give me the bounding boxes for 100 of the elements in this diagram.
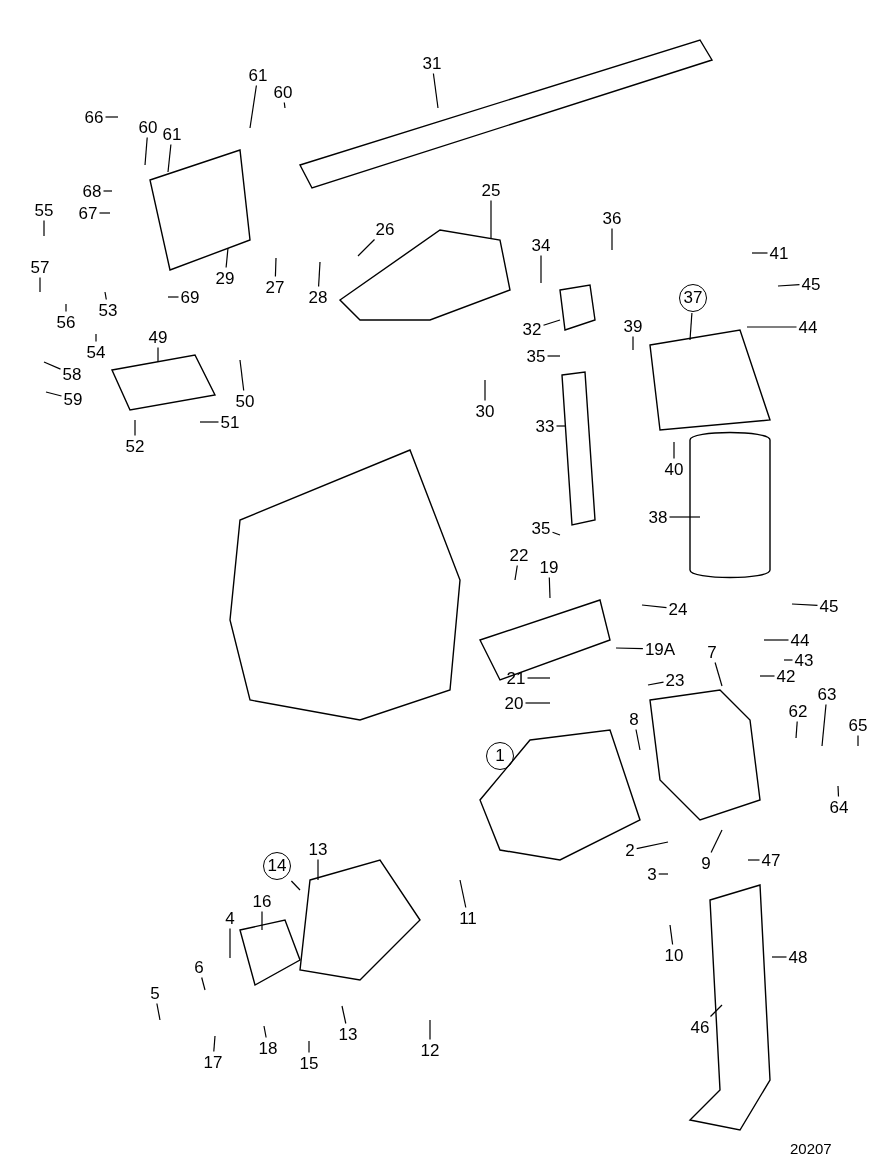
- callout-number: 44: [789, 630, 811, 650]
- callout-number: 11: [458, 908, 478, 928]
- callout-number: 4: [224, 908, 236, 928]
- callout-number: 31: [421, 53, 443, 73]
- leader-line: [225, 247, 229, 269]
- leader-line: [167, 143, 172, 173]
- leader-line: [102, 190, 113, 192]
- leader-line: [551, 531, 561, 536]
- callout-number: 68: [81, 181, 103, 201]
- leader-line: [548, 576, 551, 599]
- leader-line: [308, 1040, 310, 1054]
- leader-line: [635, 728, 641, 751]
- leader-line: [709, 1004, 723, 1018]
- leader-line: [134, 419, 136, 437]
- callout-number: 33: [534, 416, 556, 436]
- leader-line: [45, 391, 63, 397]
- leader-line: [341, 1005, 347, 1025]
- leader-line: [261, 910, 263, 931]
- callout-number: 67: [77, 203, 99, 223]
- callout-number: 51: [219, 412, 241, 432]
- leader-line: [632, 335, 634, 351]
- callout-number: 39: [622, 316, 644, 336]
- callout-number: 3: [646, 864, 658, 884]
- callout-number: 13: [337, 1024, 359, 1044]
- callout-number: 63: [816, 684, 838, 704]
- callout-number: 12: [419, 1040, 441, 1060]
- callout-number: 17: [202, 1052, 224, 1072]
- callout-number: 35: [525, 346, 547, 366]
- callout-number: 45: [818, 596, 840, 616]
- callout-number: 25: [480, 180, 502, 200]
- callout-number: 52: [124, 436, 146, 456]
- callout-number: 55: [33, 200, 55, 220]
- leader-line: [514, 564, 518, 581]
- leader-line: [432, 72, 439, 109]
- leader-line: [763, 639, 790, 641]
- callout-number: 13: [307, 839, 329, 859]
- callout-number: 61: [161, 124, 183, 144]
- leader-line: [526, 677, 551, 679]
- callout-number: 28: [307, 287, 329, 307]
- leader-line: [746, 326, 798, 328]
- leader-line: [795, 720, 798, 739]
- leader-line: [290, 880, 301, 891]
- leader-line: [710, 829, 723, 854]
- leader-line: [837, 785, 840, 798]
- leader-line: [490, 199, 492, 239]
- leader-line: [104, 116, 119, 118]
- callout-number: 29: [214, 268, 236, 288]
- callout-number: 49: [147, 327, 169, 347]
- callout-number: 53: [97, 300, 119, 320]
- callout-number: 27: [264, 277, 286, 297]
- leader-line: [98, 212, 111, 214]
- callout-number: 36: [601, 208, 623, 228]
- callout-number: 24: [667, 599, 689, 619]
- leader-line: [167, 296, 180, 298]
- leader-line: [689, 312, 693, 341]
- callout-number: 66: [83, 107, 105, 127]
- callout-number: 54: [85, 342, 107, 362]
- callout-number: 9: [700, 853, 712, 873]
- leader-line: [546, 355, 561, 357]
- leader-line: [669, 924, 674, 946]
- callout-number: 19: [538, 557, 560, 577]
- callout-number: 30: [474, 401, 496, 421]
- leader-line: [157, 346, 159, 363]
- leader-line: [857, 734, 859, 747]
- leader-line: [317, 858, 319, 881]
- callout-number: 64: [828, 797, 850, 817]
- leader-line: [43, 219, 45, 237]
- leader-line: [668, 516, 701, 518]
- callout-number: 6: [193, 957, 205, 977]
- leader-line: [821, 703, 827, 747]
- callout-number: 62: [787, 701, 809, 721]
- callout-number: 15: [298, 1053, 320, 1073]
- callout-number: 56: [55, 312, 77, 332]
- leader-line: [156, 1002, 161, 1021]
- callout-number: 22: [508, 545, 530, 565]
- leader-line: [229, 927, 231, 959]
- leader-line: [611, 227, 613, 251]
- leader-line: [43, 361, 62, 370]
- callout-number: 60: [137, 117, 159, 137]
- leader-line: [201, 976, 206, 991]
- callout-number: 5: [149, 983, 161, 1003]
- leader-line: [658, 873, 669, 875]
- leader-line: [39, 276, 41, 293]
- callout-number: 61: [247, 65, 269, 85]
- leader-line: [777, 284, 801, 287]
- leader-line: [647, 681, 665, 686]
- callout-number: 45: [800, 274, 822, 294]
- leader-line: [673, 441, 675, 460]
- leader-line: [274, 257, 277, 278]
- callout-number: 8: [628, 709, 640, 729]
- leader-line: [199, 421, 220, 423]
- callout-number: 35: [530, 518, 552, 538]
- callout-number: 48: [787, 947, 809, 967]
- callout-number: 21: [505, 668, 527, 688]
- drawing-number: 20207: [790, 1140, 832, 1157]
- leader-line: [357, 238, 376, 257]
- callout-number: 44: [797, 317, 819, 337]
- leader-line: [239, 359, 245, 392]
- leader-line: [283, 101, 286, 109]
- leader-line: [751, 252, 769, 254]
